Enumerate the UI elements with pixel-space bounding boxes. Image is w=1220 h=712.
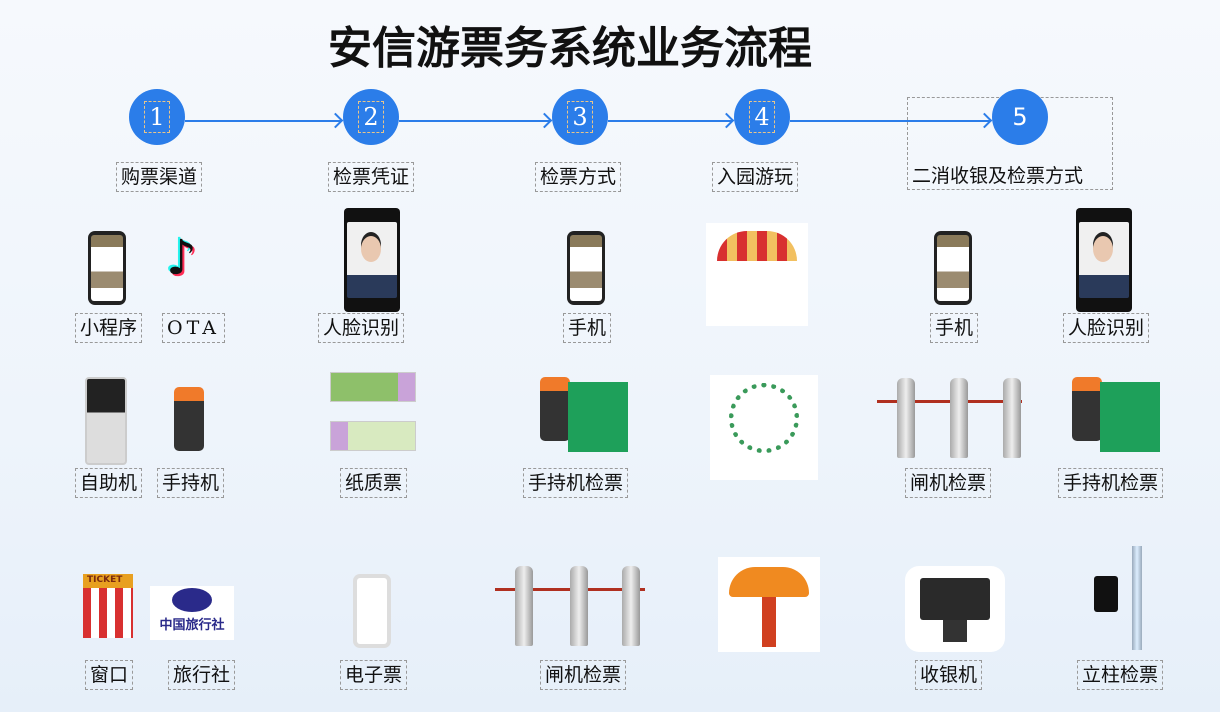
turnstile-image: [515, 566, 533, 646]
step-2-circle: 2: [343, 89, 399, 145]
face-id-label: 人脸识别: [1063, 313, 1150, 343]
travel-agency-logo-text: 中国旅行社: [159, 618, 225, 633]
e-ticket-label: 电子票: [340, 660, 408, 690]
mini-program-phone-image: [88, 231, 126, 305]
phone-image: [567, 231, 605, 305]
paper-ticket-label: 纸质票: [340, 468, 408, 498]
kiosk-label: 自助机: [75, 468, 143, 498]
tiktok-icon: ♪: [166, 230, 197, 286]
turnstile-image: [897, 378, 915, 458]
arrow-right-icon: [790, 120, 990, 122]
travel-agency-label: 旅行社: [168, 660, 236, 690]
cashier-label: 收银机: [915, 660, 983, 690]
kiosk-image: [85, 377, 127, 465]
step-number: 4: [749, 101, 775, 133]
turnstile-image: [570, 566, 588, 646]
paper-ticket-image: [330, 372, 416, 402]
handheld-image: [174, 387, 204, 451]
face-recognition-device-image: [344, 208, 400, 312]
step-number: 1: [144, 101, 170, 133]
window-label: 窗口: [85, 660, 134, 690]
step-number: 2: [358, 101, 384, 133]
handheld-check-image: [1072, 377, 1102, 441]
cashier-register-image: [905, 566, 1005, 652]
phone-image: [934, 231, 972, 305]
pillar-face-device-image: [1094, 576, 1118, 612]
page-title: 安信游票务系统业务流程: [328, 23, 812, 74]
handheld-check-screen-image: [568, 382, 628, 452]
handheld-check-label: 手持机检票: [523, 468, 629, 498]
turnstile-image: [622, 566, 640, 646]
step-3-label: 检票方式: [535, 162, 622, 192]
handheld-check-label: 手持机检票: [1058, 468, 1164, 498]
step-1-label: 购票渠道: [116, 162, 203, 192]
travel-agency-logo: 中国旅行社: [150, 586, 234, 640]
gate-arm: [877, 400, 1022, 403]
face-recognition-device-image: [1076, 208, 1132, 312]
turnstile-image: [950, 378, 968, 458]
step-5-circle: 5: [992, 89, 1048, 145]
step-4-label: 入园游玩: [712, 162, 799, 192]
step-5-label: 二消收银及检票方式: [912, 165, 1084, 187]
handheld-label: 手持机: [157, 468, 225, 498]
mini-program-label: 小程序: [75, 313, 143, 343]
handheld-check-screen-image: [1100, 382, 1160, 452]
step-4-circle: 4: [734, 89, 790, 145]
e-ticket-phone-image: [353, 574, 391, 648]
step-2-label: 检票凭证: [328, 162, 415, 192]
paper-ticket-image: [330, 421, 416, 451]
gate-check-label: 闸机检票: [540, 660, 627, 690]
phone-label: 手机: [563, 313, 612, 343]
ota-label: OTA: [162, 313, 225, 343]
ticket-booth-image: TICKET: [83, 574, 133, 638]
step-number: 5: [1012, 103, 1028, 131]
step-3-circle: 3: [552, 89, 608, 145]
pillar-check-label: 立柱检票: [1077, 660, 1164, 690]
phone-label: 手机: [930, 313, 979, 343]
face-id-label: 人脸识别: [318, 313, 405, 343]
ticket-booth-text: TICKET: [87, 575, 123, 585]
turnstile-image: [1003, 378, 1021, 458]
pillar-check-image: [1132, 546, 1142, 650]
gate-check-label: 闸机检票: [905, 468, 992, 498]
swing-ride-image: [718, 557, 820, 652]
step-1-circle: 1: [129, 89, 185, 145]
arrow-right-icon: [399, 120, 550, 122]
arrow-right-icon: [608, 120, 732, 122]
step-number: 3: [567, 101, 593, 133]
carousel-image: [706, 223, 808, 326]
ferris-wheel-image: [710, 375, 818, 480]
handheld-check-image: [540, 377, 570, 441]
arrow-right-icon: [185, 120, 341, 122]
